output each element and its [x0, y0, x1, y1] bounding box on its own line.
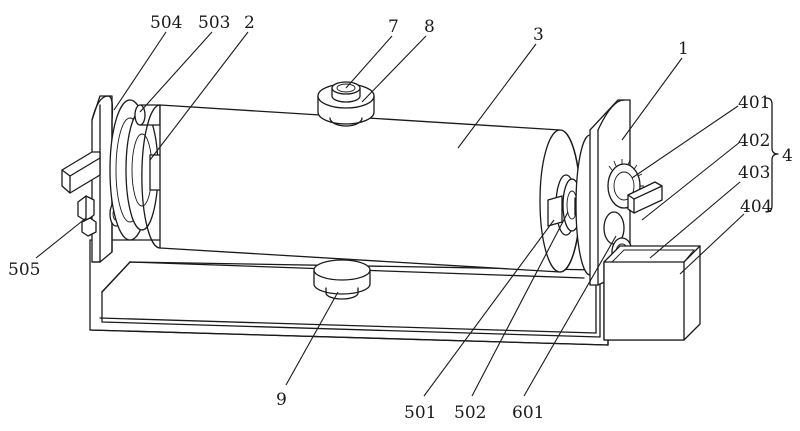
label-504: 504: [150, 13, 182, 33]
left-bracket: [61, 151, 101, 194]
label-502: 502: [454, 403, 486, 423]
label-2: 2: [244, 13, 255, 33]
left-bolt: [77, 195, 97, 237]
label-1: 1: [678, 39, 689, 59]
label-401: 401: [738, 93, 770, 113]
label-503: 503: [198, 13, 230, 33]
group-brace: [765, 97, 779, 213]
left-shaft: [134, 104, 163, 191]
label-601: 601: [512, 403, 544, 423]
label-9: 9: [276, 390, 287, 410]
label-404: 404: [740, 197, 772, 217]
left-side-plate: [91, 95, 114, 263]
leader-lines: [35, 31, 745, 397]
gear-bracket: [627, 181, 663, 214]
label-402: 402: [738, 131, 770, 151]
label-505: 505: [8, 260, 40, 280]
motor-box: [603, 245, 701, 341]
label-501: 501: [404, 403, 436, 423]
main-cylinder: [141, 104, 581, 273]
label-403: 403: [738, 163, 770, 183]
label-7: 7: [388, 17, 399, 37]
label-4: 4: [782, 146, 793, 166]
label-3: 3: [533, 25, 544, 45]
bottom-roller: [313, 259, 371, 300]
top-roller: [317, 81, 375, 127]
label-8: 8: [424, 17, 435, 37]
